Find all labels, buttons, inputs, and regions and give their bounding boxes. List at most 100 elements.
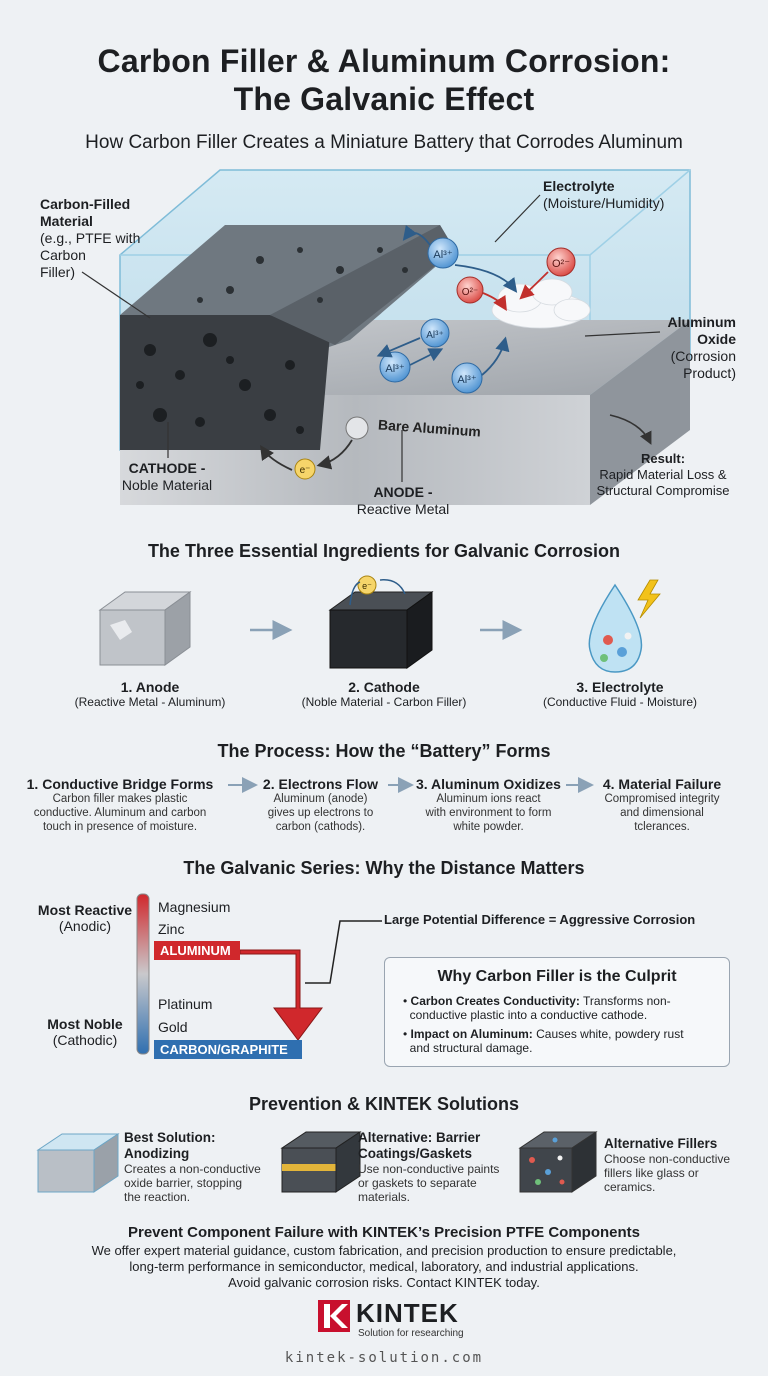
kintek-logo-icon: [318, 1300, 350, 1332]
prevention-title: Alternative: Barrier: [358, 1130, 481, 1145]
carbon-material-label: Carbon-Filled Material (e.g., PTFE with …: [40, 196, 150, 281]
prevention-title: Coatings/Gaskets: [358, 1146, 473, 1161]
ion-group: Al³⁺ Al³⁺ Al³⁺ Al³⁺ O²⁻ O²⁻ e⁻: [294, 237, 576, 480]
ingredient-name: 3. Electrolyte: [576, 679, 664, 695]
aluminum-block-icon: [98, 591, 192, 666]
prevention-text: ceramics.: [604, 1180, 656, 1194]
bullet2-bold: Impact on Aluminum:: [410, 1027, 533, 1041]
anodized-block-icon: [36, 1133, 120, 1193]
culprit-box: Why Carbon Filler is the Culprit • Carbo…: [384, 957, 730, 1067]
bullet2-text: Causes white, powdery rust: [536, 1027, 684, 1041]
carbon-sub-3: Filler): [40, 264, 75, 280]
process-step-line: gives up electrons to: [267, 807, 374, 819]
process-step-4: 4. Material Failure Compromised integrit…: [592, 776, 732, 834]
electron-2: e⁻: [362, 581, 372, 591]
water-drop-icon: [588, 579, 661, 673]
galvanic-series-graphic: [136, 893, 382, 1055]
series-carbon: CARBON/GRAPHITE: [154, 1040, 302, 1059]
process-step-line: Aluminum (anode): [273, 793, 368, 805]
oxide-label: Aluminum Oxide (Corrosion Product): [650, 314, 736, 382]
culprit-bullet-1: • Carbon Creates Conductivity: Transform…: [403, 994, 671, 1022]
ingredient-anode: 1. Anode (Reactive Metal - Aluminum): [40, 679, 260, 709]
oxide-title-1: Aluminum: [667, 314, 736, 330]
process-step-line: carbon (cathods).: [275, 821, 366, 833]
culprit-bullet-2: • Impact on Aluminum: Causes white, powd…: [403, 1027, 684, 1055]
carbon-sub-2: Carbon: [40, 247, 86, 263]
prevention-text: fillers like glass or: [604, 1166, 699, 1180]
cathode-label: CATHODE - Noble Material: [102, 460, 232, 494]
prevention-text: or gaskets to separate: [358, 1176, 477, 1190]
ingredient-name: 2. Cathode: [348, 679, 420, 695]
ingredient-name: 1. Anode: [120, 679, 180, 695]
process-step-line: Carbon filler makes plastic: [52, 793, 188, 805]
brand-url[interactable]: kintek-solution.com: [284, 1350, 484, 1366]
alternative-filler-icon: [518, 1131, 598, 1193]
bullet1-line2: conductive plastic into a conductive cat…: [409, 1008, 648, 1022]
carbon-title-2: Material: [40, 213, 93, 229]
prevention-heading: Prevention & KINTEK Solutions: [248, 1094, 520, 1114]
series-platinum: Platinum: [158, 996, 213, 1012]
ingredient-sub: (Noble Material - Carbon Filler): [301, 695, 467, 709]
anode-sub: Reactive Metal: [356, 501, 450, 517]
process-heading: The Process: How the “Battery” Forms: [217, 741, 551, 761]
process-step-title: 4. Material Failure: [602, 776, 722, 792]
prevention-text: oxide barrier, stopping: [124, 1176, 243, 1190]
page-title: Carbon Filler & Aluminum Corrosion: The …: [0, 42, 768, 118]
cathode-sub: Noble Material: [121, 477, 213, 493]
cta-line-3: Avoid galvanic corrosion risks. Contact …: [228, 1275, 540, 1290]
title-line-1: Carbon Filler & Aluminum Corrosion:: [97, 43, 671, 79]
prevention-text: Creates a non-conductive: [124, 1162, 261, 1176]
oxide-sub-2: Product): [683, 365, 736, 381]
process-step-title: 2. Electrons Flow: [262, 776, 379, 792]
prevention-title: Anodizing: [124, 1146, 190, 1161]
electrolyte-title: Electrolyte: [543, 178, 615, 194]
series-heading: The Galvanic Series: Why the Distance Ma…: [183, 858, 585, 878]
galvanic-cell-diagram: Al³⁺ Al³⁺ Al³⁺ Al³⁺ O²⁻ O²⁻ e⁻: [81, 169, 691, 505]
carbon-title-1: Carbon-Filled: [40, 196, 131, 212]
prevention-text: the reaction.: [124, 1190, 191, 1204]
ingredient-sub: (Reactive Metal - Aluminum): [74, 695, 226, 709]
prevention-text: Use non-conductive paints: [358, 1162, 500, 1176]
process-step-line: with environment to form: [425, 807, 552, 819]
ingredient-cathode: 2. Cathode (Noble Material - Carbon Fill…: [274, 679, 494, 709]
process-step-title: 3. Aluminum Oxidizes: [416, 776, 561, 792]
process-step-line: and dimensional: [620, 807, 704, 819]
ingredients-heading: The Three Essential Ingredients for Galv…: [147, 541, 621, 561]
process-step-line: white powder.: [453, 821, 524, 833]
prevention-title: Alternative Fillers: [604, 1136, 718, 1151]
ion-al-4: Al³⁺: [457, 374, 476, 386]
process-arrows: [228, 777, 594, 793]
oxide-sub-1: (Corrosion: [670, 348, 736, 364]
prevention-anodizing: Best Solution: Anodizing Creates a non-c…: [124, 1130, 274, 1204]
result-sub-2: Structural Compromise: [596, 483, 730, 498]
potential-callout: Large Potential Difference = Aggressive …: [384, 912, 696, 927]
process-step-line: tclerances.: [634, 821, 690, 833]
process-step-title: 1. Conductive Bridge Forms: [26, 776, 214, 792]
series-gold: Gold: [158, 1019, 188, 1035]
result-sub-1: Rapid Material Loss &: [599, 467, 727, 482]
series-magnesium: Magnesium: [158, 899, 231, 915]
oxide-title-2: Oxide: [697, 331, 736, 347]
ion-al-3: Al³⁺: [385, 363, 404, 375]
culprit-title: Why Carbon Filler is the Culprit: [437, 968, 677, 985]
series-zinc: Zinc: [158, 921, 185, 937]
coated-block-icon: [280, 1131, 362, 1193]
ion-o-1: O²⁻: [552, 258, 570, 270]
carbon-sub-1: (e.g., PTFE with: [40, 230, 141, 246]
bullet1-text: Transforms non-: [583, 994, 671, 1008]
ion-o-2: O²⁻: [462, 287, 478, 298]
prevention-fillers: Alternative Fillers Choose non-conductiv…: [604, 1136, 744, 1194]
process-step-line: Aluminum ions react: [436, 793, 541, 805]
carbon-block-icon: e⁻: [328, 575, 434, 669]
anodic: (Anodic): [58, 918, 112, 934]
electrolyte-label: Electrolyte (Moisture/Humidity): [543, 178, 664, 212]
process-step-1: 1. Conductive Bridge Forms Carbon filler…: [20, 776, 220, 834]
ingredients-icons: e⁻: [98, 575, 661, 673]
cta-line-1: We offer expert material guidance, custo…: [91, 1243, 677, 1258]
process-step-2: 2. Electrons Flow Aluminum (anode) gives…: [253, 776, 388, 834]
process-step-3: 3. Aluminum Oxidizes Aluminum ions react…: [411, 776, 566, 834]
title-line-2: The Galvanic Effect: [233, 81, 535, 117]
series-aluminum: ALUMINUM: [154, 941, 240, 960]
prevention-coatings: Alternative: Barrier Coatings/Gaskets Us…: [358, 1130, 508, 1204]
result-title: Result:: [640, 451, 686, 466]
